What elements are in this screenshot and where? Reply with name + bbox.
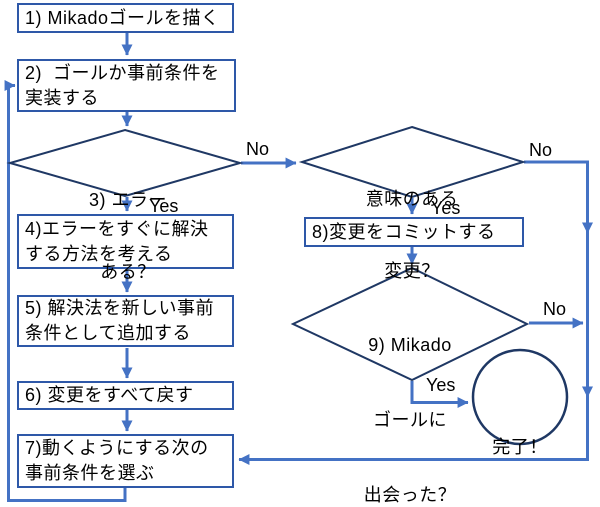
node-step5-line1: 5) 解決法を新しい事前 [25, 298, 215, 318]
label-error-yes: Yes [149, 196, 179, 216]
node-step2-label: 2) ゴールか事前条件を 実装する [18, 60, 235, 111]
node-done-line1: 完了！ [492, 437, 548, 457]
node-step1-line1: 1) Mikadoゴールを描く [25, 7, 220, 28]
edge-right-rail-to-step7 [238, 397, 589, 465]
node-error-check-shape [6, 128, 244, 198]
node-step1-shape [17, 3, 234, 33]
node-step6-label: 6) 変更をすべて戻す [18, 382, 233, 409]
node-step6-line1: 6) 変更をすべて戻す [25, 385, 194, 405]
node-goal-check-shape [290, 266, 530, 382]
node-step4-line1: 4)エラーをすぐに解決 [25, 218, 209, 239]
node-error-check-line2: ある？ [100, 262, 156, 282]
node-step2-line1: 2) ゴールか事前条件を [25, 62, 220, 83]
node-goal-check-line1: 9) Mikado [368, 335, 452, 355]
edge-goal-yes-to-done [410, 381, 469, 408]
edge-step7-loop-to-step2 [4, 80, 127, 502]
node-done-label: 完了！ [470, 385, 570, 507]
node-step7-shape [17, 434, 234, 488]
edge-meaningful-no [524, 160, 593, 234]
node-meaningful-check-label: 意味のある 変更？ [332, 139, 492, 331]
node-meaningful-check-shape [298, 125, 527, 199]
node-step4-line2: する方法を考える [25, 243, 173, 264]
label-goal-yes: Yes [426, 375, 456, 395]
node-goal-check-line2: ゴールに [373, 410, 447, 430]
label-meaningful-yes: Yes [431, 198, 461, 218]
node-meaningful-check-line2: 変更？ [384, 261, 440, 281]
node-meaningful-check-line1: 意味のある [365, 189, 459, 209]
node-step6-shape [17, 381, 234, 410]
node-done-shape [471, 348, 569, 446]
node-step8-label: 8)変更をコミットする [305, 218, 523, 246]
label-meaningful-no: No [529, 140, 553, 160]
node-step5-line2: 条件として追加する [25, 323, 191, 343]
node-step2-line2: 実装する [25, 87, 99, 108]
node-step5-shape [17, 295, 234, 347]
node-step2-shape [17, 59, 236, 112]
node-step8-line1: 8)変更をコミットする [312, 221, 496, 242]
node-goal-check-label: 9) Mikado ゴールに 出会った？ [330, 283, 490, 507]
node-error-check-line1: 3) エラー [88, 190, 167, 210]
node-step4-label: 4)エラーをすぐに解決 する方法を考える [18, 215, 233, 268]
label-error-no: No [246, 139, 270, 159]
label-goal-no: No [543, 299, 567, 319]
node-step8-shape [304, 217, 524, 247]
node-error-check-label: 3) エラー ある？ [46, 140, 210, 332]
node-goal-check-line3: 出会った？ [363, 485, 457, 505]
node-step4-shape [17, 214, 234, 269]
node-step7-line2: 事前条件を選ぶ [25, 463, 155, 483]
node-step7-label: 7)動くようにする次の 事前条件を選ぶ [18, 435, 233, 487]
node-step1-label: 1) Mikadoゴールを描く [18, 4, 233, 32]
node-step5-label: 5) 解決法を新しい事前 条件として追加する [18, 296, 233, 346]
node-step7-line1: 7)動くようにする次の [25, 438, 209, 458]
